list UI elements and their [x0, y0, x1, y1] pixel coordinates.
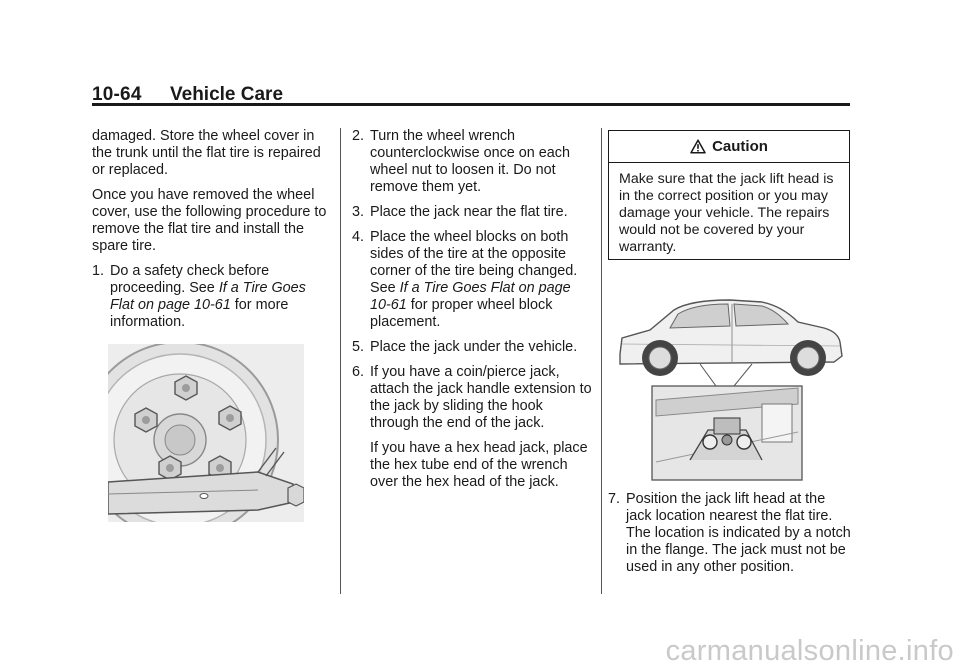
step-7: 7. Position the jack lift head at the ja…	[608, 491, 852, 584]
caution-box: Caution Make sure that the jack lift hea…	[608, 130, 850, 260]
step-number: 4.	[352, 229, 365, 245]
step-text: Do a safety check before proceeding. See	[110, 263, 270, 296]
step-6: 6. If you have a coin/pierce jack, attac…	[352, 364, 592, 491]
step-number: 3.	[352, 204, 365, 220]
column-2: 2. Turn the wheel wrench counterclockwis…	[352, 128, 592, 499]
section-title: Vehicle Care	[170, 84, 284, 105]
step-2: 2. Turn the wheel wrench counterclockwis…	[352, 128, 592, 196]
step-text: Place the jack near the flat tire.	[370, 204, 568, 220]
paragraph: Once you have removed the wheel cover, u…	[92, 187, 327, 254]
step-number: 6.	[352, 364, 365, 380]
step-text: Position the jack lift head at the jack …	[626, 491, 851, 575]
wheel-wrench-illustration	[108, 344, 304, 522]
cross-reference-link[interactable]: If a Tire Goes Flat on page 10-61	[110, 280, 306, 313]
caution-header: Caution	[609, 131, 849, 163]
step-text: Place the wheel blocks on both sides of …	[370, 229, 578, 296]
header-rule	[92, 103, 850, 106]
paragraph: damaged. Store the wheel cover in the tr…	[92, 128, 321, 178]
car-jack-location-illustration	[619, 299, 843, 481]
cross-reference-link[interactable]: If a Tire Goes Flat on page 10-61	[370, 280, 571, 313]
column-divider	[340, 128, 341, 594]
step-text: for proper wheel block placement.	[370, 297, 553, 330]
caution-title: Caution	[712, 138, 768, 155]
page-number: 10-64	[92, 84, 142, 105]
caution-text: Make sure that the jack lift head is in …	[619, 171, 834, 255]
column-divider	[601, 128, 602, 594]
watermark: carmanualsonline.info	[665, 635, 954, 667]
step-1: 1. Do a safety check before proceeding. …	[92, 263, 328, 331]
step-text: for more information.	[110, 297, 289, 330]
step-text: Turn the wheel wrench counterclockwise o…	[370, 128, 570, 195]
page-header: 10-64 Vehicle Care	[92, 84, 852, 106]
step-text: If you have a coin/pierce jack, attach t…	[370, 364, 592, 431]
step-number: 7.	[608, 491, 621, 507]
step-3: 3. Place the jack near the flat tire.	[352, 204, 592, 221]
step-number: 5.	[352, 339, 365, 355]
step-number: 2.	[352, 128, 365, 144]
warning-triangle-icon	[690, 139, 706, 154]
step-5: 5. Place the jack under the vehicle.	[352, 339, 592, 356]
step-subtext: If you have a hex head jack, place the h…	[370, 440, 588, 490]
column-1: damaged. Store the wheel cover in the tr…	[92, 128, 328, 339]
step-text: Place the jack under the vehicle.	[370, 339, 578, 355]
step-number: 1.	[92, 263, 105, 279]
step-4: 4. Place the wheel blocks on both sides …	[352, 229, 592, 331]
